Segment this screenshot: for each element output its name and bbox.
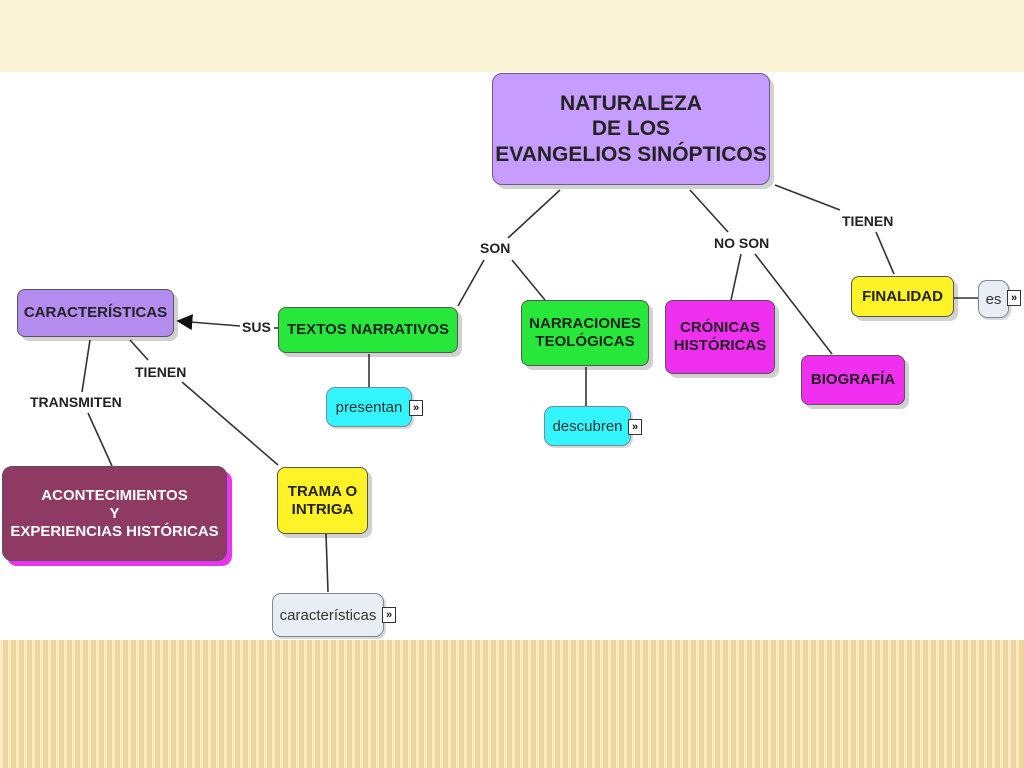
link-noson-cronicas [730, 253, 742, 301]
node-narraciones-teologicas[interactable]: NARRACIONES TEOLÓGICAS [521, 300, 649, 366]
link-trama-caracteristicas-sub [325, 533, 329, 593]
top-decorative-band [0, 0, 1024, 72]
link-son-narraciones [511, 259, 546, 301]
link-label-sus: SUS [240, 319, 273, 335]
subnode-caracteristicas[interactable]: características [272, 593, 384, 637]
link-noson-biografia [754, 253, 833, 355]
expand-chevron-icon[interactable]: » [628, 419, 642, 435]
node-acontecimientos-experiencias[interactable]: ACONTECIMIENTOS Y EXPERIENCIAS HISTÓRICA… [2, 466, 227, 561]
link-tienen-trama [181, 381, 279, 466]
node-textos-narrativos[interactable]: TEXTOS NARRATIVOS [278, 307, 458, 353]
expand-chevron-icon[interactable]: » [1007, 290, 1021, 306]
link-root-son [507, 189, 561, 239]
expand-chevron-icon[interactable]: » [382, 607, 396, 623]
link-label-son: SON [478, 240, 513, 256]
node-caracteristicas[interactable]: CARACTERÍSTICAS [17, 289, 174, 337]
link-root-noson [689, 189, 729, 233]
link-transmiten-acontecimientos [87, 412, 113, 467]
link-tienen-finalidad [875, 231, 895, 275]
subnode-es[interactable]: es [978, 280, 1009, 318]
node-cronicas-historicas[interactable]: CRÓNICAS HISTÓRICAS [665, 300, 775, 374]
link-label-no-son: NO SON [712, 235, 772, 251]
link-sus-caracteristicas [176, 314, 241, 331]
node-finalidad[interactable]: FINALIDAD [851, 276, 954, 317]
link-caract-tienen [129, 339, 149, 361]
link-label-tienen-top: TIENEN [840, 213, 896, 229]
link-son-textos [457, 259, 485, 307]
link-root-tienen [774, 184, 841, 211]
subnode-presentan[interactable]: presentan [326, 387, 412, 427]
link-label-tienen-left: TIENEN [133, 364, 189, 380]
link-label-transmiten: TRANSMITEN [28, 394, 124, 410]
node-biografia[interactable]: BIOGRAFÍA [801, 355, 905, 405]
node-trama-intriga[interactable]: TRAMA O INTRIGA [277, 467, 368, 534]
node-naturaleza-evangelios[interactable]: NATURALEZA DE LOS EVANGELIOS SINÓPTICOS [492, 73, 770, 185]
bottom-decorative-band [0, 640, 1024, 768]
link-caract-transmiten [81, 339, 91, 393]
subnode-descubren[interactable]: descubren [544, 406, 631, 446]
expand-chevron-icon[interactable]: » [409, 400, 423, 416]
